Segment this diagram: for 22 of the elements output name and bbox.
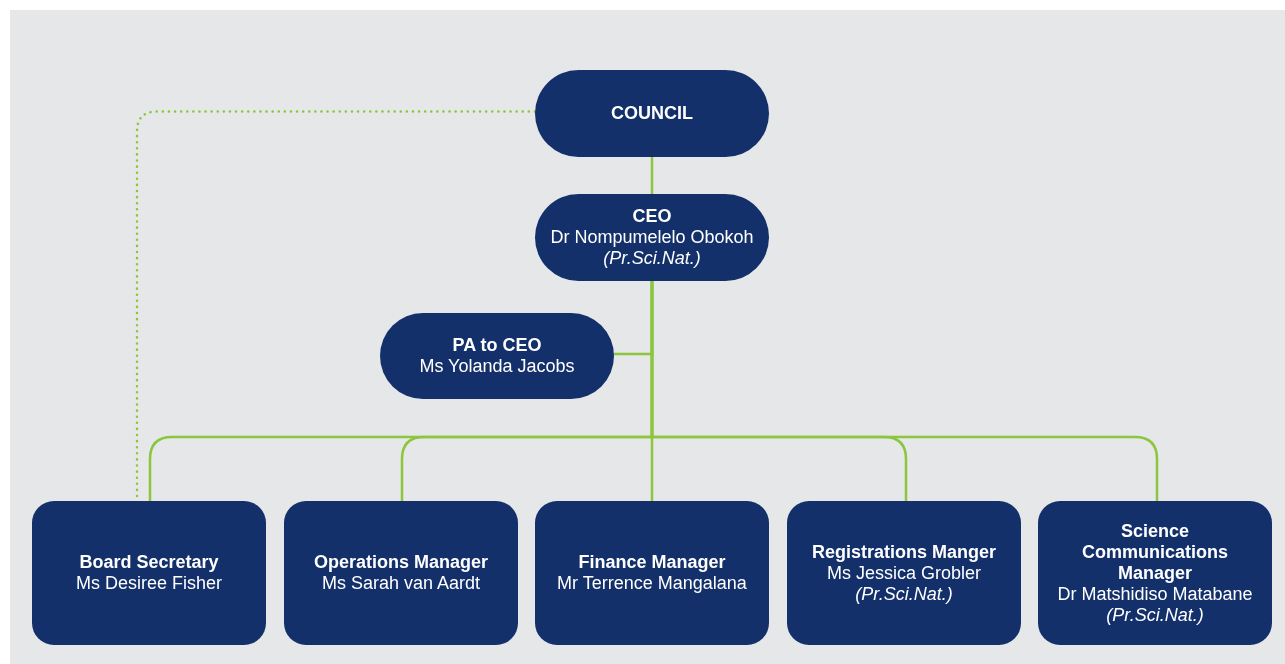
person-name: Ms Jessica Grobler (Pr.Sci.Nat.) <box>825 562 982 605</box>
role-title: Board Secretary <box>79 552 219 573</box>
person-name: Ms Desiree Fisher <box>76 573 222 594</box>
role-title: Operations Manager <box>313 552 488 573</box>
role-box <box>284 501 518 645</box>
role-title: PA to CEO <box>452 335 542 356</box>
connector-line <box>650 281 1159 501</box>
role-title: COUNCIL <box>611 103 693 124</box>
person-name: Ms Sarah van Aardt <box>321 573 481 594</box>
connector-line <box>650 157 654 194</box>
role-title: Finance Manager <box>578 552 726 573</box>
role-box <box>1038 501 1272 645</box>
role-title: Science Communications Manager <box>1081 520 1229 584</box>
person-name: Mr Terrence Mangalana <box>557 573 747 594</box>
role-box <box>32 501 266 645</box>
role-box <box>787 501 1021 645</box>
role-title: CEO <box>632 206 672 227</box>
role-title: Registrations Manger <box>811 541 996 563</box>
person-name: Ms Yolanda Jacobs <box>419 356 575 377</box>
person-name: Dr Matshidiso Matabane (Pr.Sci.Nat.) <box>1056 583 1254 626</box>
role-box <box>535 501 769 645</box>
person-name: Dr Nompumelelo Obokoh (Pr.Sci.Nat.) <box>549 227 755 269</box>
